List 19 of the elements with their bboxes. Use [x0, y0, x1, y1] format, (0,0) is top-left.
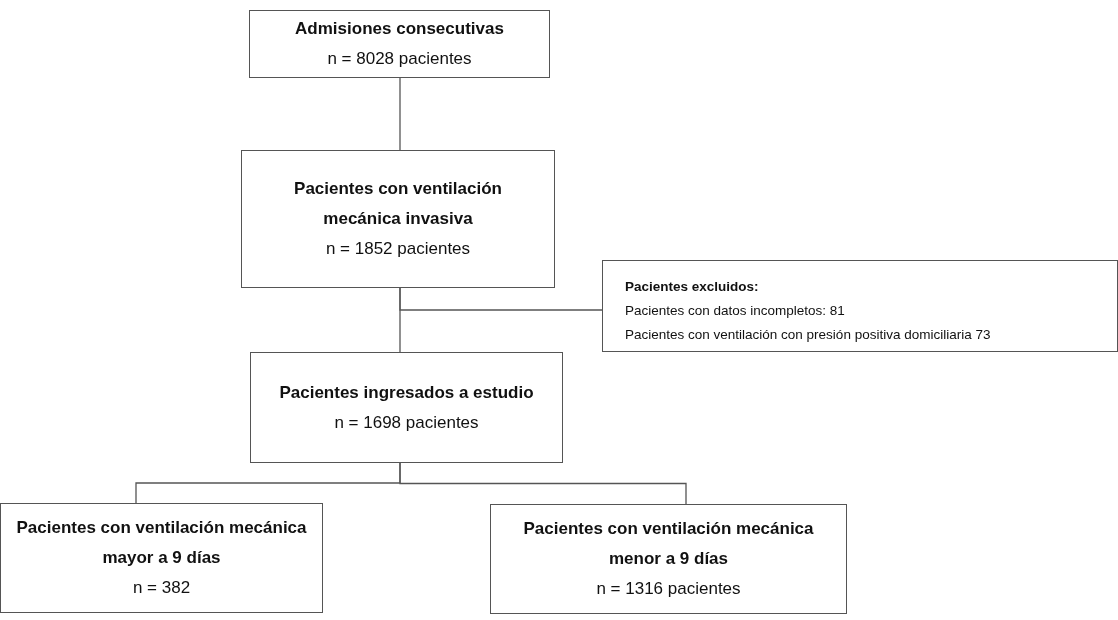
- connector-line: [399, 462, 687, 505]
- box-heading: Admisiones consecutivas: [295, 18, 504, 40]
- box-text: Pacientes con ventilación con presión positiva domiciliaria 73: [625, 326, 991, 344]
- box-text: n = 1316 pacientes: [596, 578, 741, 600]
- process-box: [490, 504, 847, 614]
- box-text: n = 1698 pacientes: [334, 411, 479, 434]
- connector-line: [399, 287, 401, 353]
- box-text: Pacientes con datos incompletos: 81: [625, 302, 845, 320]
- note-box: [602, 260, 1118, 352]
- process-box: [241, 150, 555, 288]
- box-heading: Pacientes excluidos:: [625, 278, 759, 296]
- box-text: n = 382: [132, 577, 191, 599]
- connector-line: [399, 77, 401, 151]
- box-text: n = 8028 pacientes: [327, 48, 472, 70]
- process-box: [0, 503, 323, 613]
- process-box: [250, 352, 563, 463]
- process-box: [249, 10, 550, 78]
- box-text: n = 1852 pacientes: [325, 238, 471, 260]
- box-heading: Pacientes ingresados a estudio: [279, 381, 534, 404]
